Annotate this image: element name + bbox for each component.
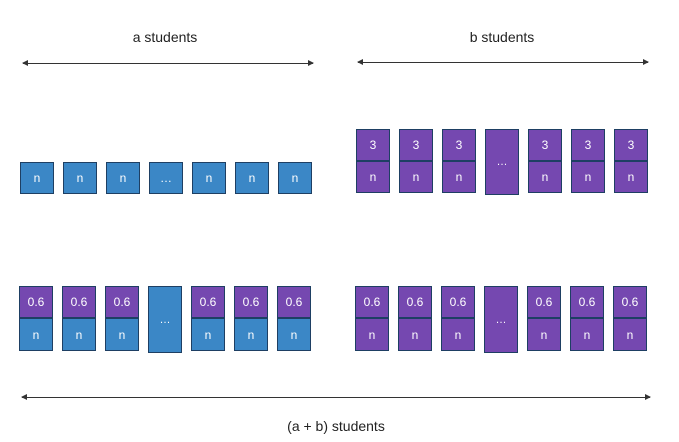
- purple-n-block: n: [528, 161, 562, 193]
- purple-3-block: 3: [356, 129, 390, 161]
- purple-n-block: n: [613, 318, 647, 351]
- blue-n-block: n: [105, 318, 139, 351]
- purple-0.6-block: 0.6: [19, 286, 53, 318]
- blue-n-block: n: [19, 318, 53, 351]
- purple-n-block: n: [356, 161, 390, 193]
- purple-3-block: 3: [528, 129, 562, 161]
- a-students-arrow: [22, 60, 314, 66]
- blue-n-block: n: [191, 318, 225, 351]
- purple-n-block: n: [355, 318, 389, 351]
- purple-n-block: n: [571, 161, 605, 193]
- purple-0.6-block: 0.6: [105, 286, 139, 318]
- purple-n-block: n: [570, 318, 604, 351]
- ab-students-label: (a + b) students: [287, 418, 385, 434]
- purple-0.6-block: 0.6: [277, 286, 311, 318]
- blue-n-block: n: [278, 162, 312, 194]
- blue-n-block: n: [62, 318, 96, 351]
- purple-0.6-block: 0.6: [441, 286, 475, 318]
- blue-n-block: n: [234, 318, 268, 351]
- blue-n-block: n: [63, 162, 97, 194]
- purple-0.6-block: 0.6: [570, 286, 604, 318]
- purple-3-block: 3: [614, 129, 648, 161]
- b-students-label: b students: [469, 29, 535, 45]
- ab-students-arrow: [21, 394, 651, 400]
- purple-0.6-block: 0.6: [62, 286, 96, 318]
- a-students-label: a students: [132, 29, 198, 45]
- purple-ellipsis-block: …: [485, 129, 519, 195]
- purple-3-block: 3: [442, 129, 476, 161]
- blue-n-block: n: [277, 318, 311, 351]
- blue-ellipsis-block: …: [148, 286, 182, 353]
- purple-3-block: 3: [571, 129, 605, 161]
- purple-0.6-block: 0.6: [527, 286, 561, 318]
- purple-n-block: n: [614, 161, 648, 193]
- purple-n-block: n: [442, 161, 476, 193]
- blue-n-block: n: [235, 162, 269, 194]
- purple-0.6-block: 0.6: [398, 286, 432, 318]
- purple-n-block: n: [441, 318, 475, 351]
- purple-0.6-block: 0.6: [234, 286, 268, 318]
- purple-0.6-block: 0.6: [191, 286, 225, 318]
- purple-n-block: n: [527, 318, 561, 351]
- purple-n-block: n: [399, 161, 433, 193]
- purple-0.6-block: 0.6: [355, 286, 389, 318]
- b-students-arrow: [357, 59, 649, 65]
- purple-0.6-block: 0.6: [613, 286, 647, 318]
- blue-n-block: n: [106, 162, 140, 194]
- blue-n-block: n: [20, 162, 54, 194]
- blue-ellipsis-block: …: [149, 162, 183, 194]
- purple-n-block: n: [398, 318, 432, 351]
- purple-3-block: 3: [399, 129, 433, 161]
- purple-ellipsis-block: …: [484, 286, 518, 353]
- blue-n-block: n: [192, 162, 226, 194]
